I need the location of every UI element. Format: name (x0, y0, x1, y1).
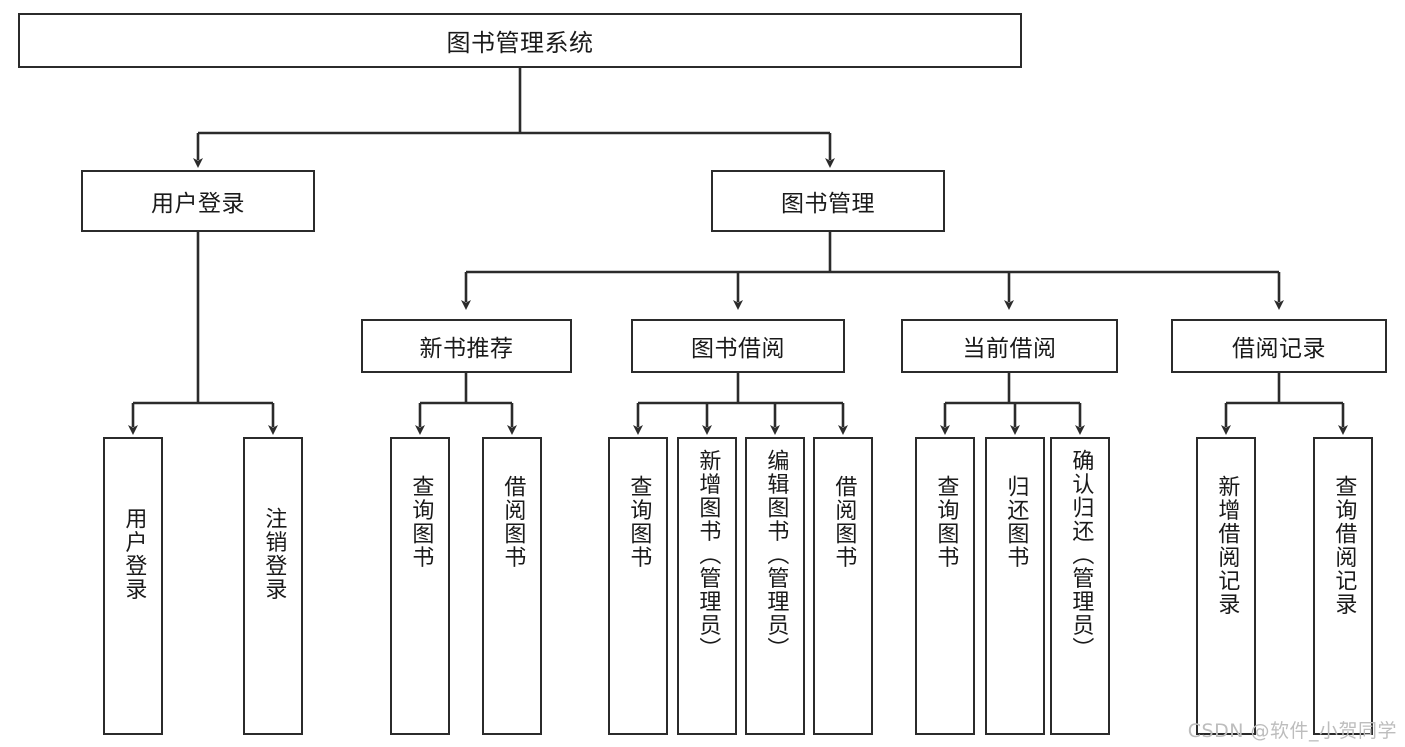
node-label: 用户登录 (121, 507, 147, 601)
leaf-current-borrow-query-book[interactable]: 查询图书 (915, 437, 975, 735)
leaf-borrow-record-add-record[interactable]: 新增借阅记录 (1196, 437, 1256, 735)
node-label: 借阅记录 (1232, 336, 1326, 362)
node-borrow-record[interactable]: 借阅记录 (1171, 319, 1387, 373)
node-label: 当前借阅 (962, 336, 1057, 362)
leaf-book-borrow-add-book-admin[interactable]: 新增图书（管理员） (677, 437, 737, 735)
leaf-current-borrow-confirm-return-admin[interactable]: 确认归还（管理员） (1050, 437, 1110, 735)
leaf-new-book-borrow-book[interactable]: 借阅图书 (482, 437, 542, 735)
node-current-borrow[interactable]: 当前借阅 (901, 319, 1118, 373)
node-label: 查询借阅记录 (1331, 475, 1357, 616)
node-label: 用户登录 (151, 191, 245, 217)
leaf-current-borrow-return-book[interactable]: 归还图书 (985, 437, 1045, 735)
leaf-book-borrow-edit-book-admin[interactable]: 编辑图书（管理员） (745, 437, 805, 735)
node-label: 新增图书（管理员） (695, 449, 721, 661)
leaf-user-login-logout[interactable]: 注销登录 (243, 437, 303, 735)
leaf-book-borrow-query-book[interactable]: 查询图书 (608, 437, 668, 735)
node-label: 图书管理 (781, 191, 875, 217)
leaf-user-login-login[interactable]: 用户登录 (103, 437, 163, 735)
node-label: 归还图书 (1003, 475, 1029, 569)
leaf-book-borrow-borrow-book[interactable]: 借阅图书 (813, 437, 873, 735)
leaf-new-book-query-book[interactable]: 查询图书 (390, 437, 450, 735)
node-label: 注销登录 (261, 507, 287, 601)
node-book-management[interactable]: 图书管理 (711, 170, 945, 232)
node-user-login[interactable]: 用户登录 (81, 170, 315, 232)
node-root-library-management-system[interactable]: 图书管理系统 (18, 13, 1022, 68)
node-label: 借阅图书 (831, 475, 857, 569)
node-label: 确认归还（管理员） (1068, 449, 1094, 661)
node-label: 新书推荐 (419, 336, 514, 362)
node-label: 查询图书 (933, 475, 959, 569)
node-label: 图书管理系统 (446, 29, 594, 57)
node-label: 查询图书 (626, 475, 652, 569)
node-label: 查询图书 (408, 475, 434, 569)
leaf-borrow-record-query-record[interactable]: 查询借阅记录 (1313, 437, 1373, 735)
node-label: 新增借阅记录 (1214, 475, 1240, 616)
node-label: 编辑图书（管理员） (763, 449, 789, 661)
watermark: CSDN @软件_小贺同学 (1187, 720, 1397, 742)
node-book-borrow[interactable]: 图书借阅 (631, 319, 845, 373)
node-label: 借阅图书 (500, 475, 526, 569)
node-label: 图书借阅 (691, 336, 785, 362)
node-new-book-recommend[interactable]: 新书推荐 (361, 319, 572, 373)
